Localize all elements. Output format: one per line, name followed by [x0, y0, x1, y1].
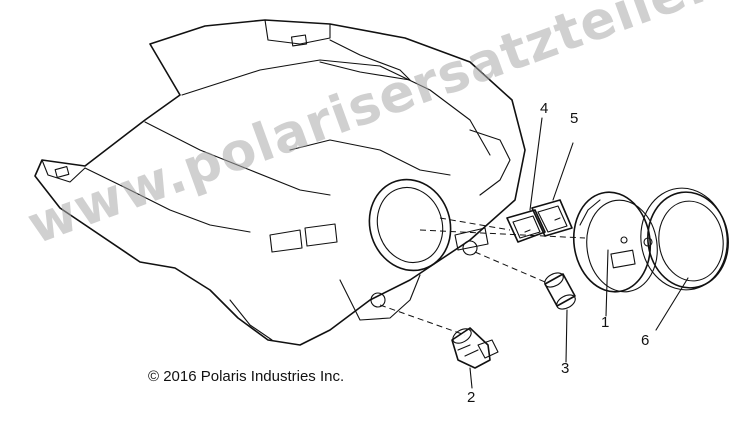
callout-6: 6	[641, 332, 650, 349]
key-switch	[451, 327, 499, 369]
leader-lines	[379, 117, 689, 389]
gauge	[572, 191, 658, 293]
callout-5: 5	[570, 110, 579, 127]
rocker-switches	[506, 199, 573, 243]
callout-3: 3	[561, 360, 570, 377]
copyright-notice: © 2016 Polaris Industries Inc.	[148, 368, 345, 385]
power-outlet	[544, 272, 576, 310]
dash-panel	[34, 19, 526, 346]
callout-2: 2	[467, 389, 476, 406]
bezel-ring	[640, 187, 729, 291]
callout-4: 4	[540, 100, 549, 117]
callout-1: 1	[601, 314, 610, 331]
